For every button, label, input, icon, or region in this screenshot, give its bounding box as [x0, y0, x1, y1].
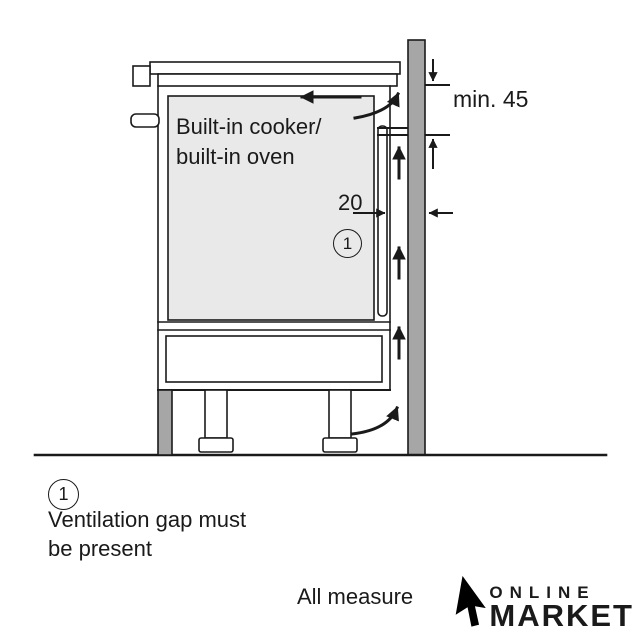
oven-label: Built-in cooker/ built-in oven — [176, 112, 322, 172]
cabinet — [157, 85, 391, 456]
callout-1-note: 1 — [48, 479, 79, 510]
callout-1-diagram: 1 — [333, 229, 362, 258]
handle — [130, 113, 160, 128]
ventilation-note-line2: be present — [48, 536, 152, 561]
airflow-arrows — [299, 90, 406, 436]
dimension-arrows — [353, 59, 453, 218]
logo-market-text: MARKET — [489, 597, 634, 633]
ventilation-note: Ventilation gap must be present — [48, 505, 246, 563]
online-market-logo: ONLINE MARKET — [451, 570, 634, 633]
logo-text: ONLINE MARKET — [489, 582, 634, 633]
measurements-note: All measure — [297, 584, 414, 609]
dimension-20-label: 20 — [338, 190, 363, 215]
logo-online-text: ONLINE — [489, 582, 596, 602]
oven-label-line2: built-in oven — [176, 144, 295, 169]
hob — [132, 61, 401, 87]
cursor-icon — [453, 570, 491, 630]
wall — [407, 39, 426, 456]
legs — [198, 389, 358, 453]
oven-compartment — [167, 95, 375, 321]
plinth-panel — [157, 389, 173, 456]
oven-label-line1: Built-in cooker/ — [176, 114, 322, 139]
drawer-front — [165, 335, 383, 383]
dimension-min45-label: min. 45 — [453, 86, 529, 112]
vent-slot — [377, 125, 388, 317]
ventilation-note-line1: Ventilation gap must — [48, 507, 247, 532]
